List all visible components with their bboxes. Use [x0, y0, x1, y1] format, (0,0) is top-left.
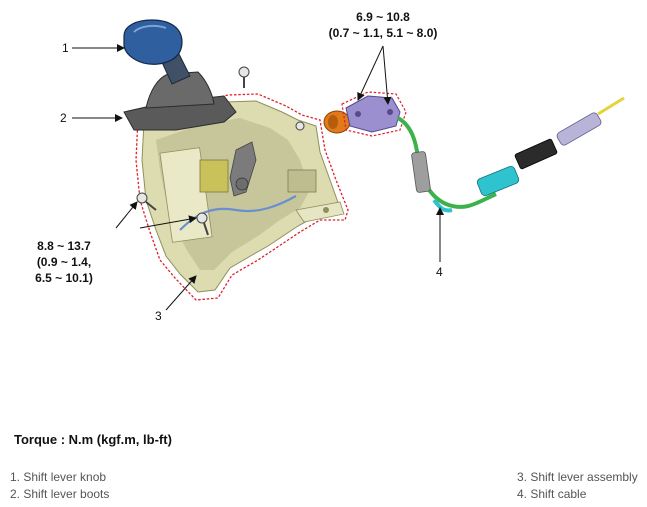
housing-inner-block [199, 159, 229, 193]
torque-top-line2: (0.7 ~ 1.1, 5.1 ~ 8.0) [329, 26, 438, 40]
torque-arrow-top-a [357, 45, 384, 101]
cable-cyan-fitting [476, 165, 520, 197]
cable-bracket [341, 91, 407, 137]
leader-line-3 [165, 275, 197, 311]
torque-left-line1: 8.8 ~ 13.7 [37, 239, 91, 253]
pivot-point [235, 177, 249, 191]
bolt-left [136, 192, 157, 211]
bolt-top [238, 66, 250, 88]
callout-3: 3 [155, 309, 162, 323]
shift-lever-knob [123, 19, 191, 85]
legend-item-1: 1. Shift lever knob [10, 470, 107, 484]
bolt-right [295, 121, 305, 131]
cable-end-rod [597, 96, 625, 116]
torque-arrow-left-a [115, 201, 138, 229]
callout-4: 4 [436, 265, 443, 279]
mount-hole [323, 207, 329, 213]
assembly-red-outline [135, 93, 349, 301]
torque-left-line3: 6.5 ~ 10.1) [35, 271, 93, 285]
solenoid-block [287, 169, 317, 193]
torque-units-heading: Torque : N.m (kgf.m, lb-ft) [14, 432, 172, 447]
callout-1: 1 [62, 41, 69, 55]
cable-lavender-sleeve [556, 112, 602, 146]
cable-black-fitting [514, 138, 558, 170]
torque-arrow-left-b [139, 215, 197, 229]
torque-left-line2: (0.9 ~ 1.4, [37, 255, 91, 269]
torque-top-line1: 6.9 ~ 10.8 [356, 10, 410, 24]
mount-flange [295, 201, 345, 223]
shift-lever-boots [123, 71, 237, 131]
legend-item-3: 3. Shift lever assembly [517, 470, 638, 484]
bolt-lower [196, 212, 209, 236]
boot-body [145, 71, 215, 109]
shift-cable [396, 96, 625, 213]
torque-arrow-top-b [382, 45, 392, 105]
cable-grey-sleeve [411, 151, 431, 193]
legend-item-2: 2. Shift lever boots [10, 487, 110, 501]
knob-highlight [133, 24, 167, 33]
knob-head [123, 19, 183, 65]
legend-item-4: 4. Shift cable [517, 487, 587, 501]
callout-2: 2 [60, 111, 67, 125]
